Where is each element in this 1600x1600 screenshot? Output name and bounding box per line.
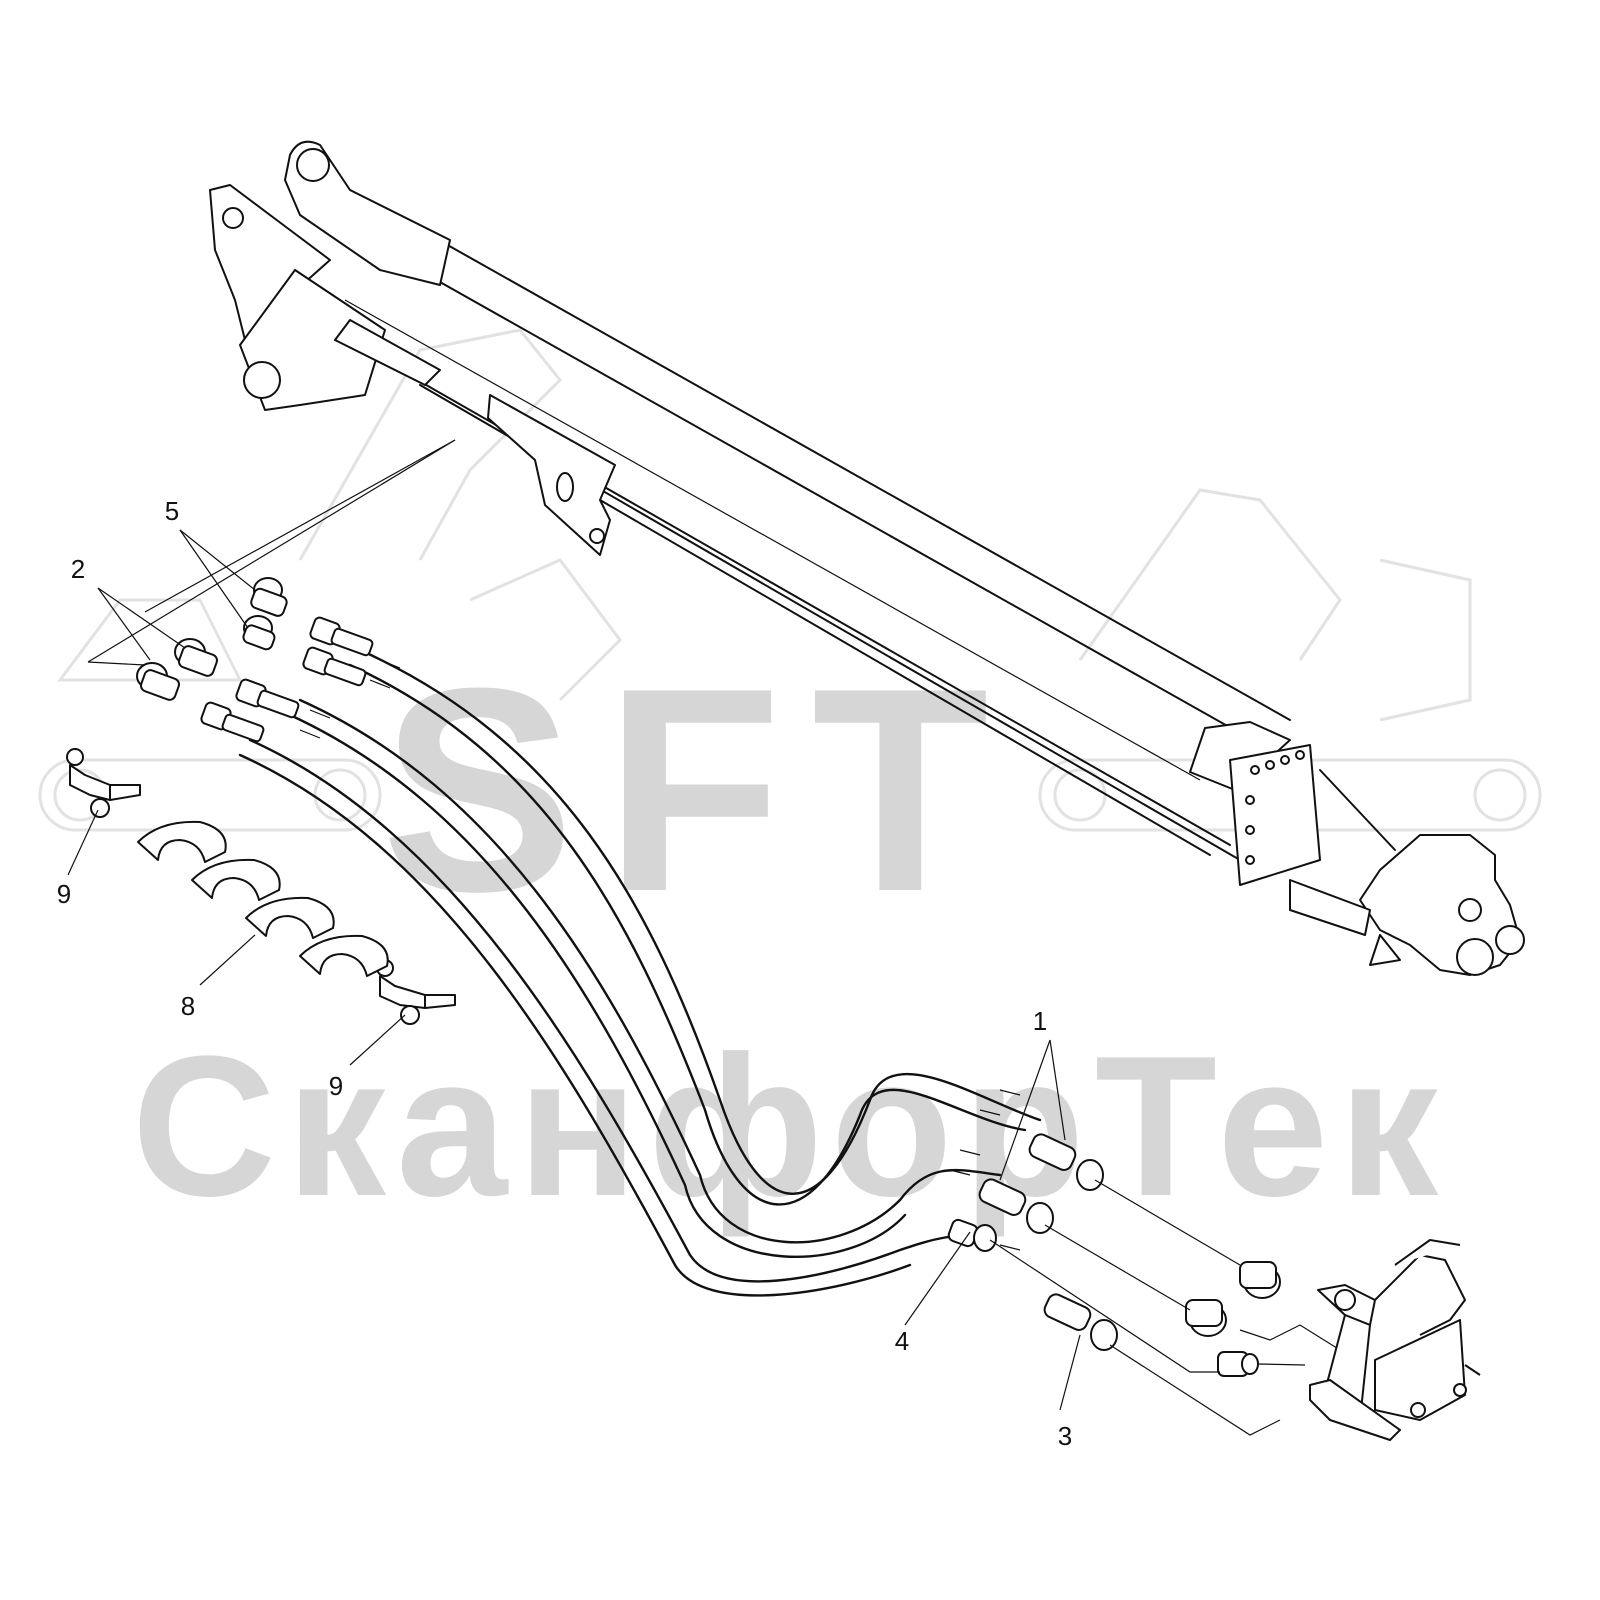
plug-fitting: [1217, 1351, 1259, 1377]
callout-5: 5: [165, 496, 179, 526]
callout-3: 3: [1058, 1421, 1072, 1451]
fittings-right: [947, 1133, 1341, 1436]
hose-3-inner: [238, 753, 912, 1297]
callout-2: 2: [71, 554, 85, 584]
spiral-hose-guard-8: [137, 820, 389, 977]
hose-2-inner: [288, 713, 907, 1259]
hose-set: [238, 648, 1042, 1297]
adapter-fitting-5b: [242, 615, 276, 651]
elbow-fitting-4: [947, 1218, 997, 1252]
adapter-union-a: [1239, 1261, 1281, 1299]
bolt-row: [1245, 750, 1305, 865]
callout-1: 1: [1033, 1006, 1047, 1036]
callout-labels: 1 2 3 4 5 8 9 9: [57, 496, 1072, 1451]
hose-1: [358, 648, 1042, 1195]
hose-end-fitting-1a: [1028, 1133, 1104, 1191]
cylinder-end-bracket: [1309, 1239, 1481, 1441]
watermark-logo: SFT: [381, 628, 1019, 952]
hose-end-fitting-3: [1043, 1293, 1118, 1351]
hose-end-fittings: [200, 616, 374, 743]
hose-clamp-9-lower: [376, 959, 456, 1025]
adapter-fitting-2a: [174, 638, 218, 677]
callout-leaders: [67, 439, 1081, 1411]
hose-3: [248, 738, 992, 1283]
adapter-union-b: [1185, 1299, 1227, 1337]
hose-2: [298, 698, 1002, 1244]
hose-clamp-9-upper: [66, 748, 141, 818]
boom-assembly: [209, 140, 1525, 976]
callout-8: 8: [181, 991, 195, 1021]
fittings-left: [136, 577, 374, 743]
callout-9-lower: 9: [329, 1071, 343, 1101]
watermark: SFT СканфорТек: [38, 328, 1542, 1238]
hose-1-inner: [348, 663, 1027, 1206]
adapter-fitting-2b: [136, 662, 180, 701]
callout-4: 4: [895, 1326, 909, 1356]
adapter-fitting-5a: [250, 577, 288, 617]
watermark-company-name: СканфорТек: [132, 1015, 1449, 1238]
callout-9-upper: 9: [57, 879, 71, 909]
